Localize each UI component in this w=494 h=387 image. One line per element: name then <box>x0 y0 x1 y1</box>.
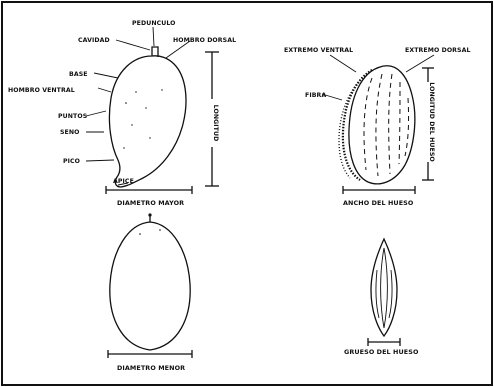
ancho-hueso-dimension <box>343 186 415 194</box>
label-base: BASE <box>69 71 88 78</box>
grueso-hueso-dimension <box>368 338 400 346</box>
label-diametro-menor: DIAMETRO MENOR <box>117 364 185 372</box>
seed-fiber-edge <box>343 70 372 180</box>
seed-striations <box>364 74 409 176</box>
fruit-front-view <box>110 213 190 350</box>
fruit-outline <box>109 56 186 187</box>
label-extremo-dorsal: EXTREMO DORSAL <box>405 47 471 54</box>
label-diametro-mayor: DIAMETRO MAYOR <box>117 199 184 207</box>
label-hombro-dorsal: HOMBRO DORSAL <box>173 37 236 44</box>
seed-view <box>339 66 415 184</box>
seed-thickness-outline <box>371 239 397 336</box>
label-seno: SENO <box>60 129 80 136</box>
label-pedunculo: PEDUNCULO <box>132 20 176 27</box>
fruit-leader-lines <box>86 27 190 185</box>
fruit-front-outline <box>110 222 190 350</box>
label-longitud-hueso: LONGITUD DEL HUESO <box>428 82 435 161</box>
stipple-dots <box>123 89 162 148</box>
label-ancho-hueso: ANCHO DEL HUESO <box>343 199 414 207</box>
label-fibra: FIBRA <box>305 92 326 99</box>
label-extremo-ventral: EXTREMO VENTRAL <box>284 47 353 54</box>
label-pico: PICO <box>63 158 80 165</box>
fruit-side-view <box>109 47 186 187</box>
label-apice: APICE <box>113 178 134 185</box>
label-grueso-hueso: GRUESO DEL HUESO <box>344 348 419 356</box>
label-hombro-ventral: HOMBRO VENTRAL <box>8 87 75 94</box>
label-cavidad: CAVIDAD <box>78 37 110 44</box>
seed-thickness-view <box>371 239 397 336</box>
diametro-menor-dimension <box>108 350 192 358</box>
label-puntos: PUNTOS <box>58 113 87 120</box>
label-longitud: LONGITUD <box>212 105 219 142</box>
